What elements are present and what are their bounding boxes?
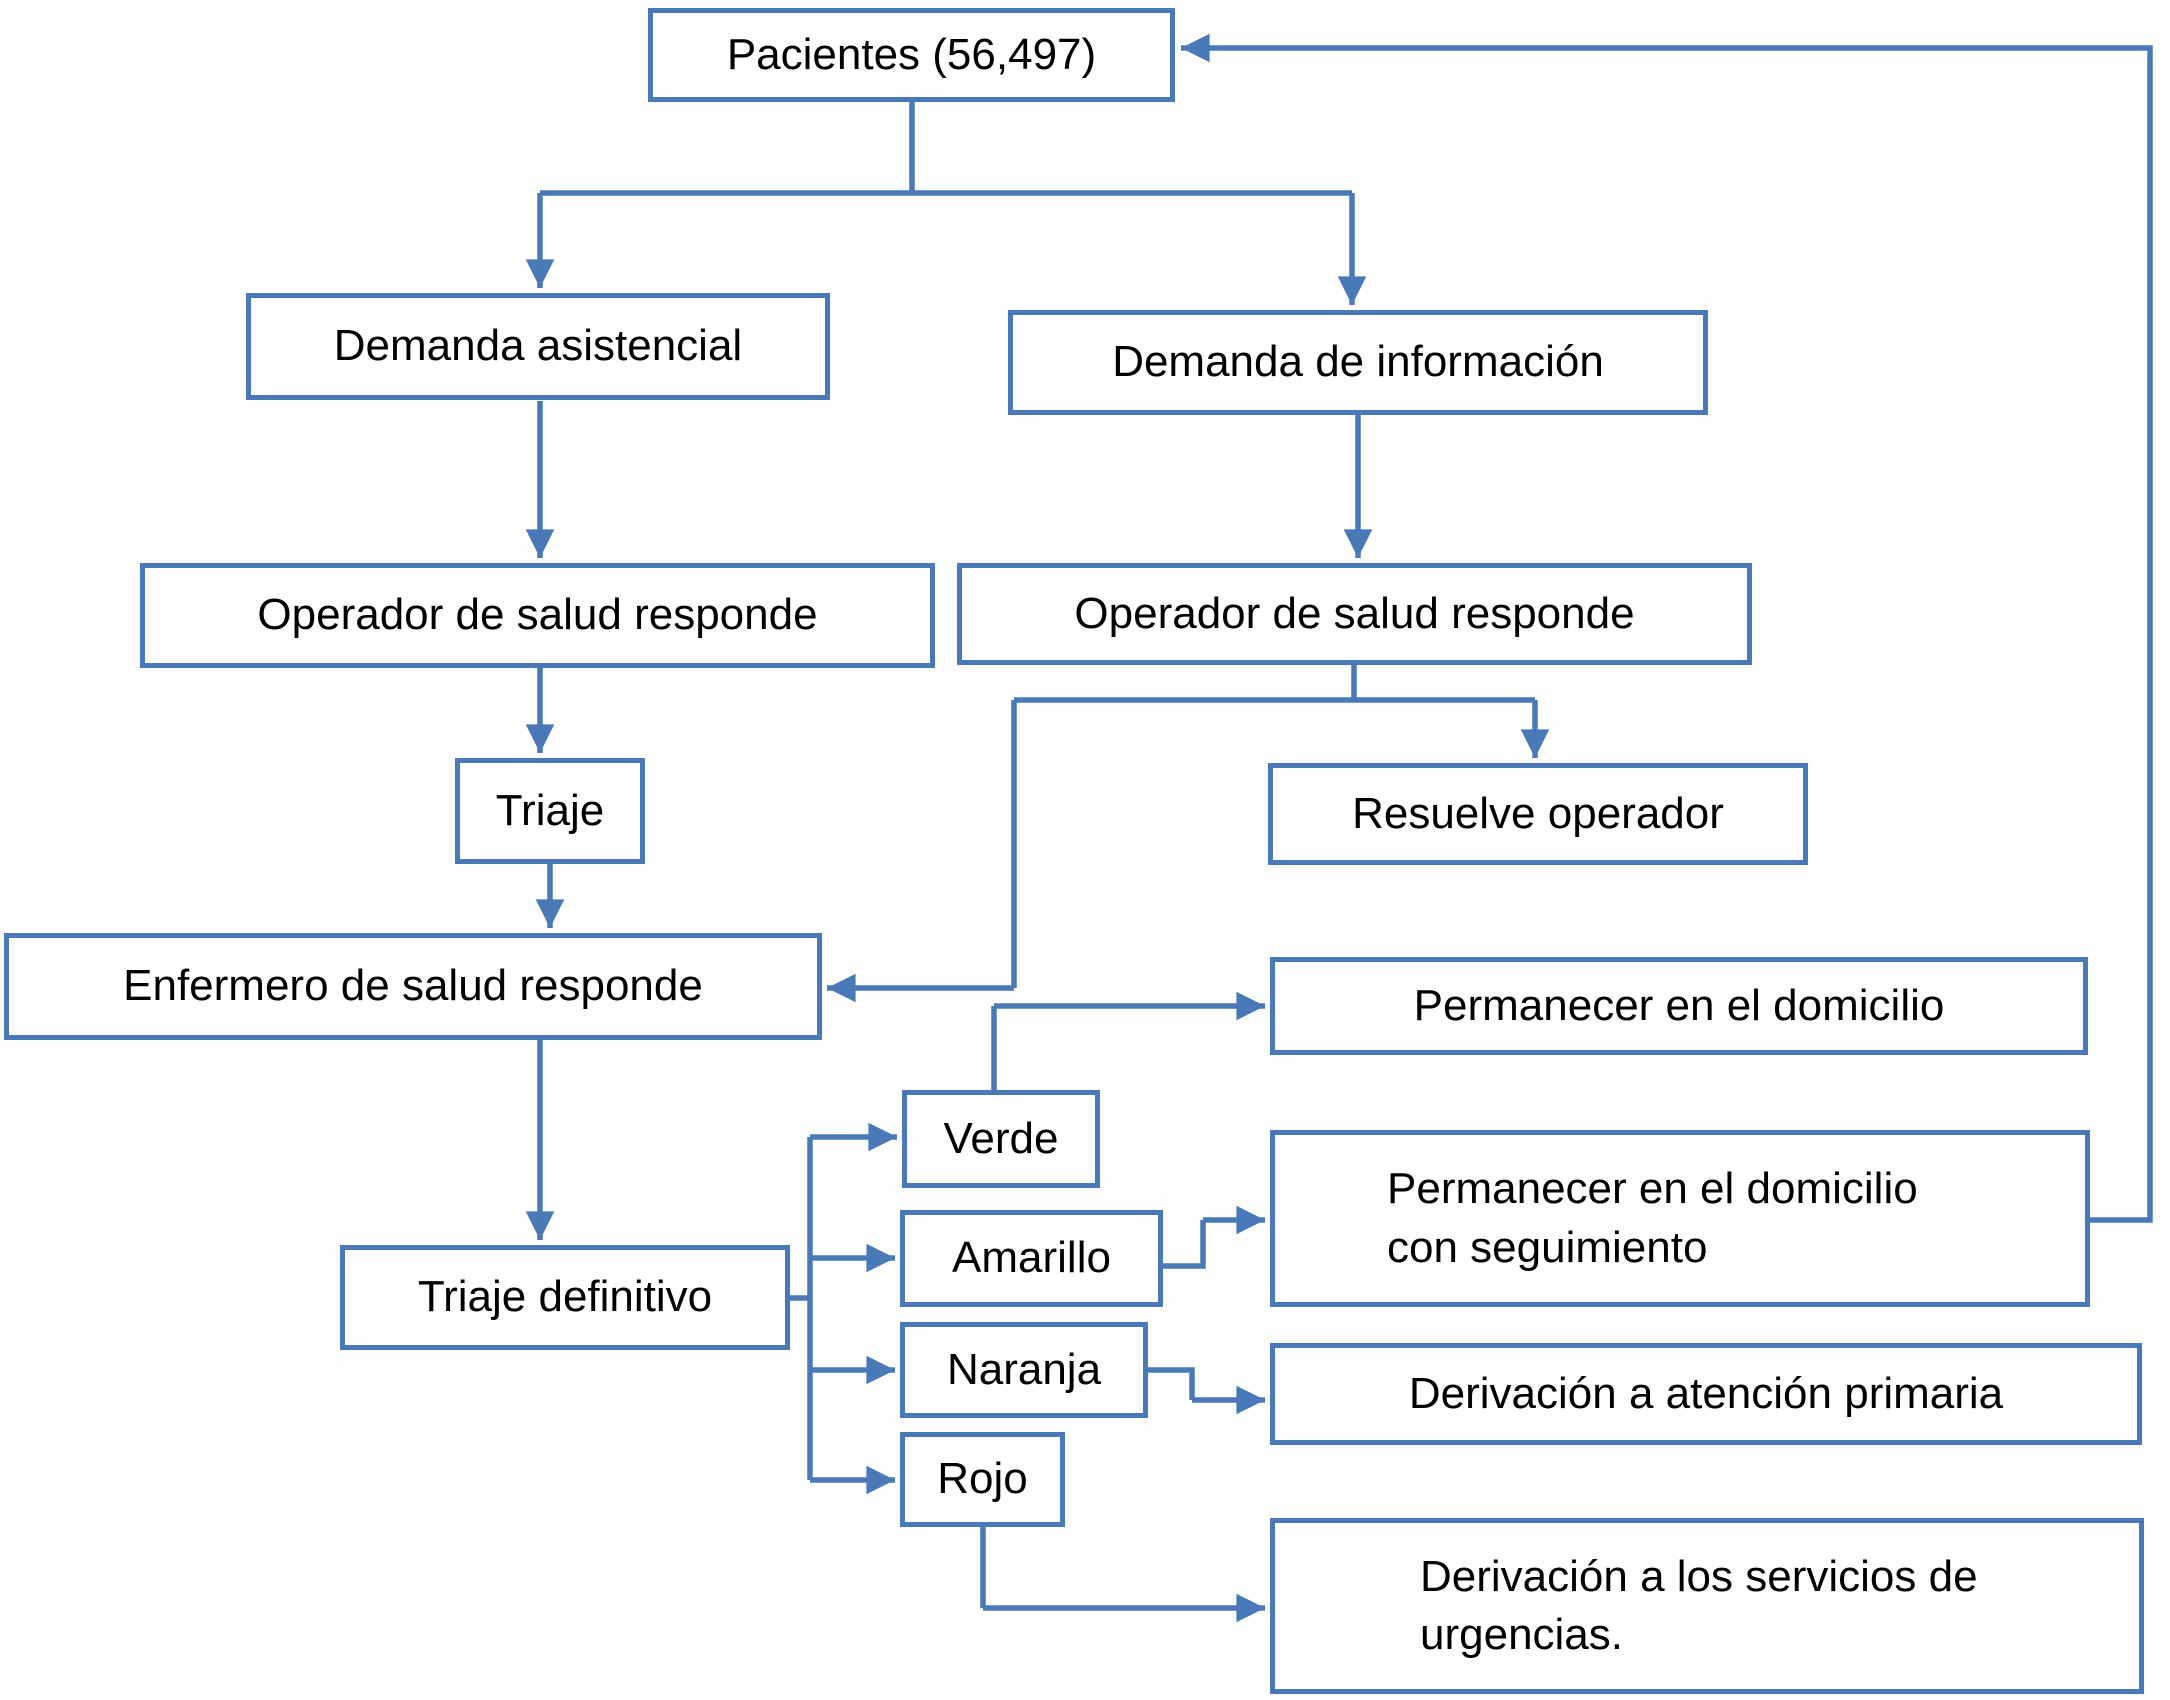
- node-amarillo: Amarillo: [900, 1210, 1163, 1307]
- node-resuelve-operador: Resuelve operador: [1268, 763, 1808, 865]
- node-derivacion-servicios-urgencias: Derivación a los servicios de urgencias.: [1270, 1518, 2144, 1694]
- node-triaje-definitivo: Triaje definitivo: [340, 1245, 790, 1350]
- edge-amarillo-elbow: [1163, 1220, 1206, 1269]
- node-demanda-informacion: Demanda de información: [1008, 310, 1708, 415]
- edge-seguimiento-to-pacientes-feedback: [1181, 33, 2153, 1223]
- node-triaje: Triaje: [455, 758, 645, 864]
- edge-naranja-elbow: [1148, 1367, 1195, 1400]
- node-naranja: Naranja: [900, 1322, 1148, 1418]
- node-rojo: Rojo: [900, 1432, 1065, 1527]
- node-permanecer-domicilio: Permanecer en el domicilio: [1270, 957, 2088, 1055]
- node-demanda-asistencial: Demanda asistencial: [246, 293, 830, 400]
- node-permanecer-domicilio-seguimiento: Permanecer en el domicilio con seguimien…: [1270, 1130, 2090, 1307]
- node-verde: Verde: [902, 1090, 1100, 1188]
- node-enfermero-salud-responde: Enfermero de salud responde: [4, 933, 822, 1040]
- node-pacientes: Pacientes (56,497): [648, 8, 1175, 102]
- node-derivacion-atencion-primaria: Derivación a atención primaria: [1270, 1343, 2142, 1445]
- node-operador-salud-responde-asistencial: Operador de salud responde: [140, 563, 935, 668]
- node-operador-salud-responde-informacion: Operador de salud responde: [957, 563, 1752, 665]
